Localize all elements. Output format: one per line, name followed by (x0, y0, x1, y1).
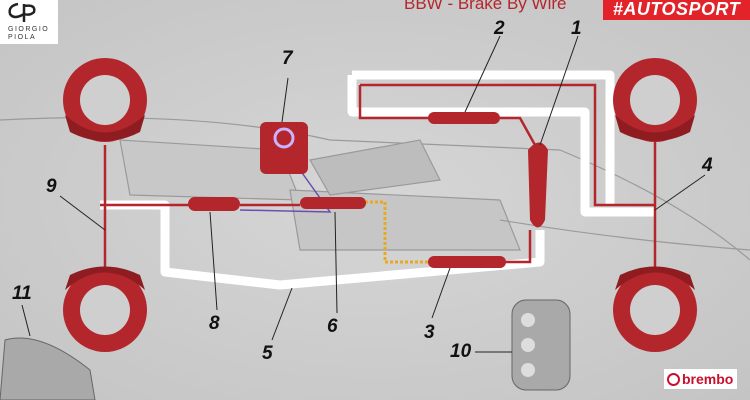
callout-4: 4 (702, 155, 713, 176)
brembo-mark-icon (667, 373, 680, 386)
disc-front-right (613, 58, 697, 142)
callout-2: 2 (494, 18, 505, 39)
master-cylinder-1 (528, 142, 548, 228)
callout-8: 8 (209, 313, 220, 334)
pipe-front-circuit (347, 75, 655, 217)
actuator-6 (300, 197, 366, 209)
sensor-wiring (239, 169, 332, 213)
actuator-3 (428, 256, 506, 268)
callout-7: 7 (282, 48, 293, 69)
brake-discs (63, 58, 697, 352)
caliper-10 (511, 299, 571, 391)
callout-3: 3 (424, 322, 435, 343)
callout-9: 9 (46, 176, 57, 197)
callout-10: 10 (450, 341, 472, 362)
brembo-logo: brembo (664, 369, 737, 389)
wire-harness (365, 200, 430, 264)
gp-monogram-icon (8, 2, 36, 22)
callout-11: 11 (12, 283, 32, 304)
autosport-logo: #AUTOSPORT (603, 0, 750, 20)
control-unit-indicator (273, 127, 295, 149)
callout-6: 6 (327, 316, 338, 337)
leader-lines (21, 35, 706, 353)
callout-5: 5 (262, 343, 273, 364)
actuator-2 (428, 112, 500, 124)
giorgio-piola-logo: GIORGIO PIOLA (0, 0, 58, 44)
actuator-8 (188, 197, 240, 211)
disc-front-left (63, 58, 147, 142)
caliper-11 (0, 337, 96, 400)
disc-rear-right (613, 266, 697, 352)
diagram-title: BBW - Brake By Wire (404, 0, 567, 13)
callout-1: 1 (571, 18, 582, 39)
disc-rear-left (63, 266, 147, 352)
